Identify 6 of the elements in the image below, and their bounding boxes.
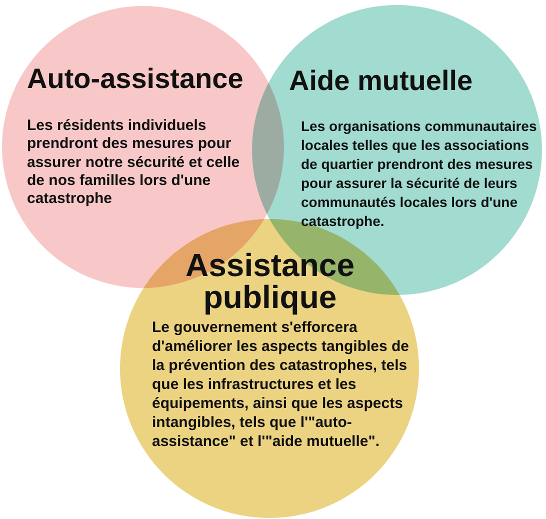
- circle-title: Assistance publique: [184, 249, 356, 313]
- circle-title: Auto-assistance: [27, 63, 244, 95]
- circle-description: Les résidents individuels prendront des mesures pour assurer notre sécurité et celle de nos familles lors d'une catastrophe: [27, 117, 241, 208]
- circle-title: Aide mutuelle: [289, 65, 474, 97]
- circle-description: Les organisations communautaires locales telles que les associations de quartier prendront des mesures pour assurer la sécurité de leurs communautés locales lors d'une catastrophe.: [301, 117, 538, 231]
- circle-description: Le gouvernement s'efforcera d'améliorer les aspects tangibles de la prévention des catastrophes, tels que les infrastructures et les équipements, ainsi que les aspects intangibles, tels que l'"auto-assistance" et l'"aide mutuelle".: [152, 318, 410, 451]
